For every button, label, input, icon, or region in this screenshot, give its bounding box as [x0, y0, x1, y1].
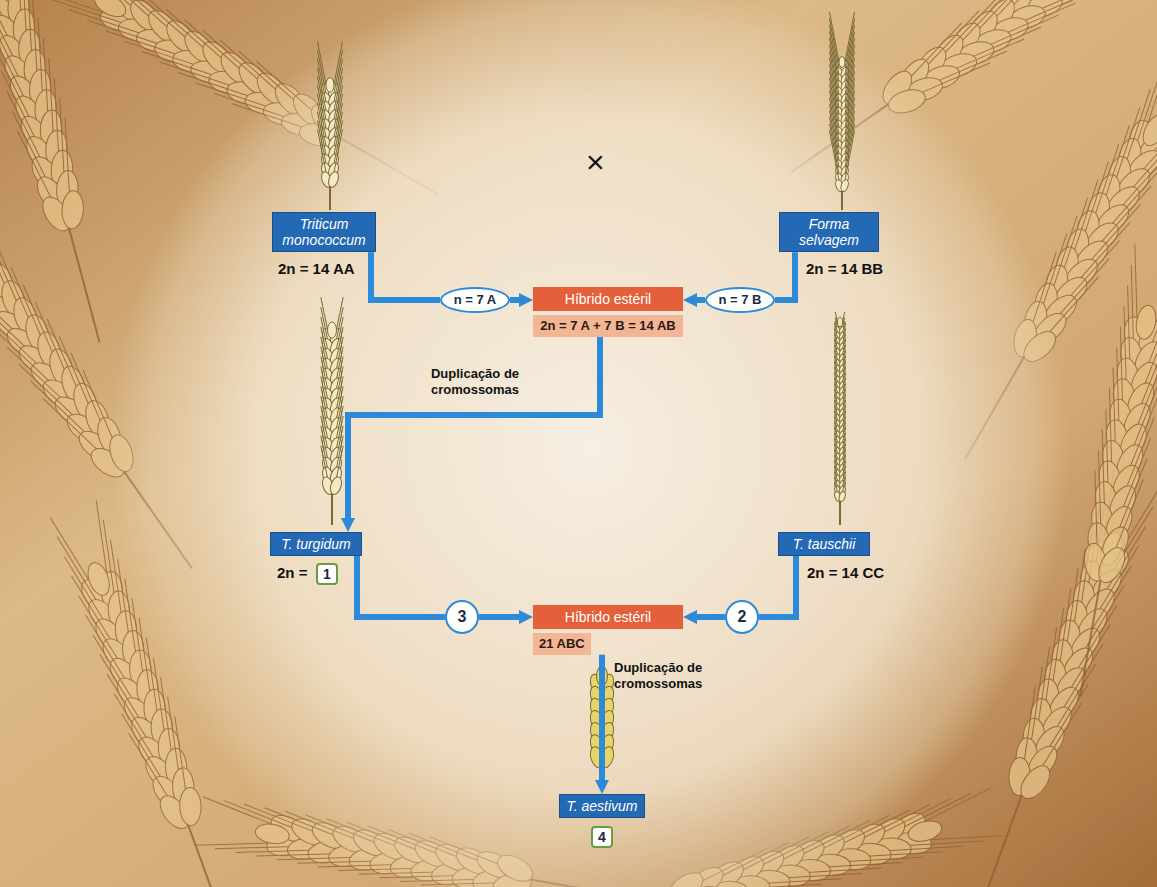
chromosome-count: 2n =: [277, 564, 307, 581]
wheat-grain: [328, 322, 337, 338]
connector-arrow: [697, 297, 705, 303]
wheat-awn: [829, 131, 839, 182]
connector-arrow: [775, 252, 795, 300]
hybrid-box: Híbrido estéril 2n = 7 A + 7 B = 14 AB: [533, 287, 683, 337]
chromosome-count: 2n = 7 A + 7 B = 14 AB: [533, 315, 683, 337]
species-box: T. turgidum2n =: [270, 532, 362, 556]
species-box: Triticum monococcum2n = 14 AA: [272, 212, 376, 252]
wheat-ear: [829, 12, 854, 210]
callout-circle: 3: [445, 600, 479, 634]
wheat-awn: [317, 121, 326, 166]
wheat-ear: [320, 297, 343, 525]
wheat-grain: [326, 78, 334, 92]
chromosome-count: 2n = 14 CC: [807, 564, 884, 581]
wheat-awn: [845, 131, 855, 182]
wheat-awn: [845, 124, 855, 175]
wheat-grain: [839, 57, 845, 68]
gamete-label: n = 7 B: [707, 289, 773, 311]
callout-number: 1: [323, 566, 331, 582]
wheat-awn: [845, 117, 855, 168]
species-name: T. aestivum: [560, 795, 643, 817]
connector-arrow: [357, 556, 445, 617]
species-name: T. turgidum: [271, 533, 361, 555]
species-name: T. tauschii: [779, 533, 869, 555]
callout-number: 3: [458, 608, 467, 626]
wheat-grain: [840, 179, 850, 192]
connector-arrow: [510, 297, 519, 303]
callout-number: 2: [738, 608, 747, 626]
wheat-awn: [334, 129, 343, 174]
wheat-awn: [829, 124, 839, 175]
wheat-ear: [834, 312, 847, 525]
connector-arrow: [371, 252, 440, 300]
callout-number: 4: [598, 829, 606, 845]
wheat-awn: [334, 121, 343, 166]
wheat-ear: [317, 41, 342, 210]
hybrid-label: Híbrido estéril: [533, 605, 683, 629]
connector-arrow: [759, 556, 796, 617]
wheat-awn: [321, 446, 328, 481]
chromosome-count: 2n = 14 BB: [806, 260, 883, 277]
wheat-grain: [327, 170, 340, 188]
chromosome-count: 2n = 14 AA: [278, 260, 355, 277]
connector-arrow: [479, 614, 519, 620]
hybrid-box: Híbrido estéril 21 ABC: [533, 605, 683, 655]
wheat-stem: [329, 184, 331, 210]
cross-symbol: ×: [586, 146, 605, 178]
chromosome-count: 21 ABC: [533, 633, 591, 655]
wheat-awn: [317, 129, 326, 174]
wheat-grain: [328, 476, 343, 496]
hybrid-label: Híbrido estéril: [533, 287, 683, 311]
callout-circle: 2: [725, 600, 759, 634]
wheat-awn: [829, 117, 839, 168]
edge-label: Duplicação de cromossomas: [614, 660, 724, 691]
connector-arrow: [599, 655, 605, 780]
species-box: Forma selvagem2n = 14 BB: [779, 212, 879, 252]
wheat-grain: [838, 318, 843, 327]
callout-box: 4: [591, 826, 613, 848]
callout-box: 1: [316, 563, 338, 585]
wheat-ear-illustrations: [317, 12, 854, 786]
gamete-oval: n = 7 A: [440, 287, 510, 313]
gamete-oval: n = 7 B: [705, 287, 775, 313]
connector-arrow: [348, 337, 600, 518]
species-box: T. tauschii2n = 14 CC: [778, 532, 870, 556]
gamete-label: n = 7 A: [442, 289, 508, 311]
species-name: Triticum monococcum: [273, 213, 375, 251]
edge-label: Duplicação de cromossomas: [420, 366, 530, 397]
species-name: Forma selvagem: [780, 213, 878, 251]
connector-arrow: [697, 614, 725, 620]
connectors: [348, 252, 796, 780]
wheat-awn: [336, 446, 343, 481]
species-box: T. aestivum: [559, 794, 644, 818]
wheat-grain: [838, 491, 846, 502]
